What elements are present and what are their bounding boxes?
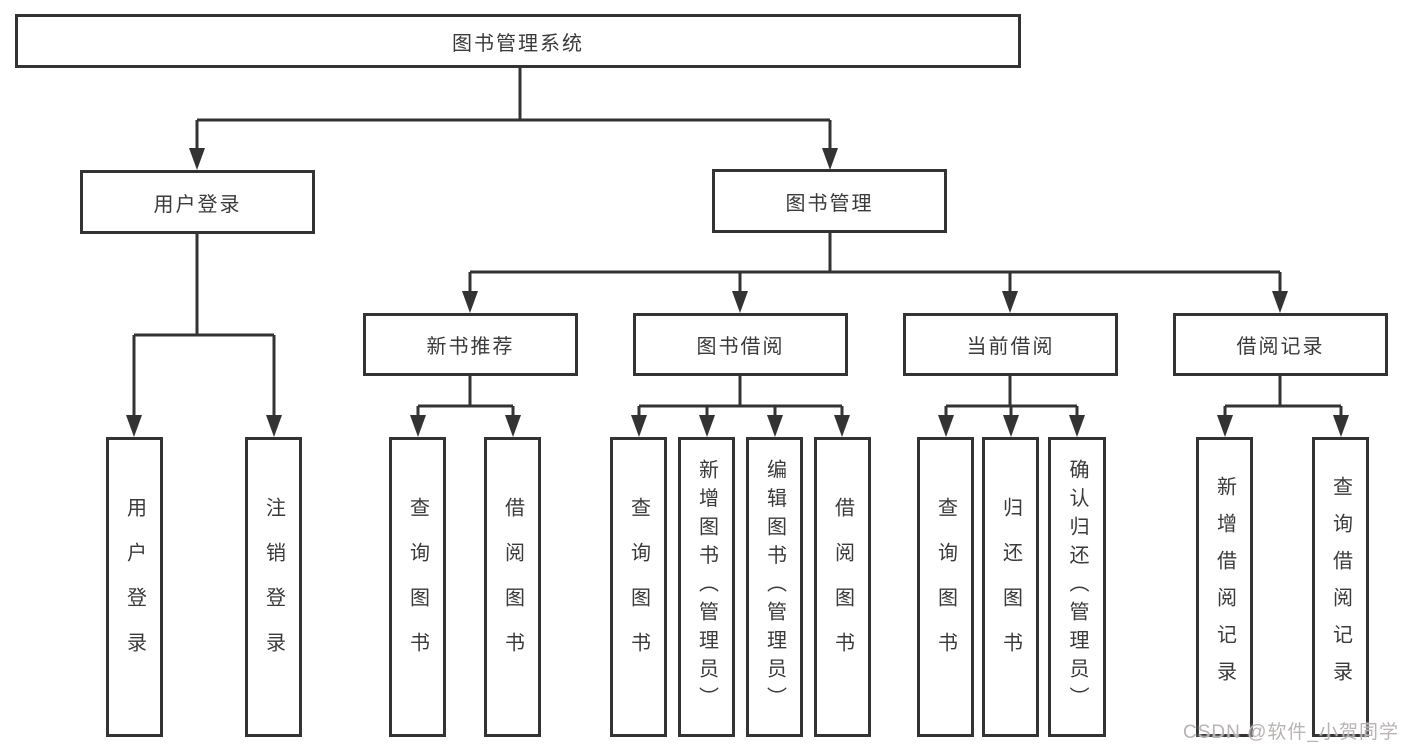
node-book-borrowing-label: 图书借阅 [696,336,785,358]
node-current-borrowing: 当前借阅 [903,313,1118,376]
node-borrowing-borrow-books: 借阅图书 [814,437,871,737]
node-logout-leaf-label: 注销登录 [262,497,285,677]
node-user-login: 用户登录 [80,170,315,234]
watermark: CSDN @软件_小贺同学 [1183,722,1399,743]
node-borrowing-query-books-label: 查询图书 [627,497,650,677]
node-current-confirm-return: 确认归还（管理员） [1048,437,1106,737]
node-current-return-books-label: 归还图书 [999,497,1022,677]
node-borrowing-records-label: 借阅记录 [1236,336,1325,358]
node-root-label: 图书管理系统 [452,32,584,55]
node-records-query-record-label: 查询借阅记录 [1329,476,1352,698]
node-records-add-record-label: 新增借阅记录 [1213,476,1236,698]
node-user-login-label: 用户登录 [153,193,242,216]
node-book-management: 图书管理 [712,169,947,233]
node-book-borrowing: 图书借阅 [633,313,848,376]
node-user-login-leaf: 用户登录 [106,437,163,737]
node-new-book-recommend-label: 新书推荐 [426,336,515,358]
node-book-management-label: 图书管理 [785,192,874,215]
node-borrowing-borrow-books-label: 借阅图书 [831,497,854,677]
node-logout-leaf: 注销登录 [245,437,302,737]
node-current-query-books-label: 查询图书 [934,497,957,677]
node-borrowing-add-books: 新增图书（管理员） [678,437,735,737]
node-new-book-recommend: 新书推荐 [363,313,578,376]
node-records-query-record: 查询借阅记录 [1312,437,1369,737]
node-recommend-query-books-label: 查询图书 [406,497,429,677]
node-borrowing-records: 借阅记录 [1173,313,1388,376]
node-borrowing-query-books: 查询图书 [610,437,667,737]
node-borrowing-add-books-label: 新增图书（管理员） [695,459,718,715]
node-current-query-books: 查询图书 [917,437,974,737]
node-root: 图书管理系统 [15,14,1021,68]
node-recommend-query-books: 查询图书 [389,437,446,737]
arrowheads [126,148,1349,437]
node-current-return-books: 归还图书 [982,437,1039,737]
node-current-borrowing-label: 当前借阅 [966,336,1055,358]
node-recommend-borrow-books: 借阅图书 [484,437,541,737]
node-user-login-leaf-label: 用户登录 [123,497,146,677]
node-records-add-record: 新增借阅记录 [1196,437,1253,737]
node-borrowing-edit-books: 编辑图书（管理员） [746,437,803,737]
node-recommend-borrow-books-label: 借阅图书 [501,497,524,677]
node-borrowing-edit-books-label: 编辑图书（管理员） [763,459,786,715]
node-current-confirm-return-label: 确认归还（管理员） [1066,459,1088,715]
